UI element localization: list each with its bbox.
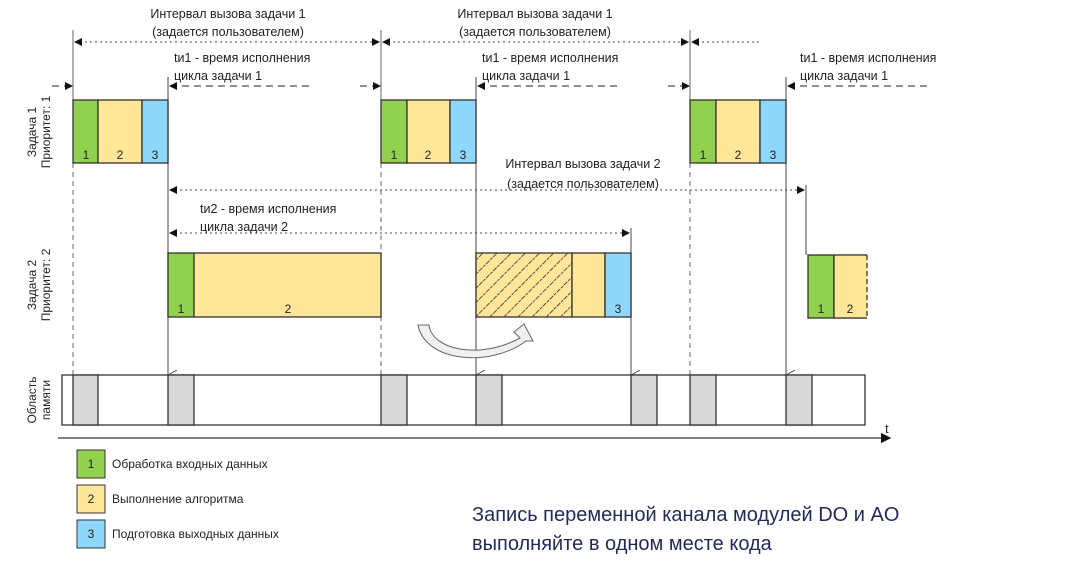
svg-text:1: 1 (700, 148, 707, 162)
memory-write-slots (72, 374, 813, 426)
legend-labels: 1 Обработка входных данных 2 Выполнение ал… (88, 457, 279, 541)
task1-start-lines (72, 30, 691, 375)
svg-text:tи1 - время исполнения: tи1 - время исполнения (800, 51, 936, 65)
svg-text:1: 1 (83, 148, 90, 162)
exec2-label: tи2 - время исполнения (200, 202, 336, 216)
exec2-note: цикла задачи 2 (200, 220, 288, 234)
task2-cycles (167, 252, 868, 319)
svg-text:Задача 1: Задача 1 (25, 107, 39, 158)
svg-text:3: 3 (615, 302, 622, 316)
svg-text:2: 2 (88, 492, 95, 506)
svg-text:цикла задачи 1: цикла задачи 1 (174, 69, 262, 83)
svg-text:Область: Область (25, 376, 39, 423)
svg-text:2: 2 (117, 148, 124, 162)
svg-text:2: 2 (285, 302, 292, 316)
time-axis-label: t (885, 421, 889, 436)
svg-text:1: 1 (88, 457, 95, 471)
svg-text:tи1 - время исполнения: tи1 - время исполнения (482, 51, 618, 65)
preempted-segment (475, 252, 573, 318)
interval2-note: (задается пользователем) (507, 177, 659, 191)
svg-text:3: 3 (460, 148, 467, 162)
interval1-note: (задается пользователем) (152, 25, 304, 39)
memory-label: Область памяти (25, 376, 53, 423)
interval1-label: Интервал вызова задачи 1 (150, 7, 305, 21)
legend (76, 449, 106, 549)
task1-label: Задача 1 Приоритет: 1 (25, 95, 53, 168)
svg-text:2: 2 (847, 302, 854, 316)
svg-text:1: 1 (178, 302, 185, 316)
task1-cycle (72, 99, 169, 164)
task2-label: Задача 2 Приоритет: 2 (25, 248, 53, 321)
resume-curved-arrow-icon (417, 323, 534, 359)
svg-text:3: 3 (770, 148, 777, 162)
task1-cycles (72, 99, 787, 164)
task2-phase-numbers: 1 2 3 1 2 (178, 302, 854, 316)
svg-text:Обработка входных данных: Обработка входных данных (112, 457, 268, 471)
svg-text:Приоритет: 1: Приоритет: 1 (39, 95, 53, 168)
svg-text:памяти: памяти (39, 380, 53, 420)
svg-text:Приоритет: 2: Приоритет: 2 (39, 248, 53, 321)
svg-text:2: 2 (425, 148, 432, 162)
interval2-label: Интервал вызова задачи 2 (505, 157, 660, 171)
svg-text:Задача 2: Задача 2 (25, 260, 39, 311)
note-line2: выполняйте в одном месте кода (472, 533, 773, 555)
interval1-note: (задается пользователем) (459, 25, 611, 39)
task1-cycle (689, 99, 787, 164)
svg-text:1: 1 (818, 302, 825, 316)
exec1-labels: tи1 - время исполнения цикла задачи 1 tи1… (174, 51, 936, 83)
memory-area (61, 374, 866, 426)
task1-cycle (380, 99, 477, 164)
svg-text:Подготовка выходных данных: Подготовка выходных данных (112, 527, 279, 541)
interval1-label: Интервал вызова задачи 1 (457, 7, 612, 21)
svg-text:цикла задачи 1: цикла задачи 1 (800, 69, 888, 83)
task1-phase-numbers: 1 2 3 1 2 3 1 2 3 (83, 148, 777, 162)
svg-text:3: 3 (88, 527, 95, 541)
svg-text:2: 2 (735, 148, 742, 162)
svg-text:3: 3 (152, 148, 159, 162)
svg-text:1: 1 (391, 148, 398, 162)
svg-text:tи1 - время исполнения: tи1 - время исполнения (174, 51, 310, 65)
svg-text:цикла задачи 1: цикла задачи 1 (482, 69, 570, 83)
note-line1: Запись переменной канала модулей DO и AO (472, 504, 899, 526)
svg-text:Выполнение алгоритма: Выполнение алгоритма (112, 492, 244, 506)
